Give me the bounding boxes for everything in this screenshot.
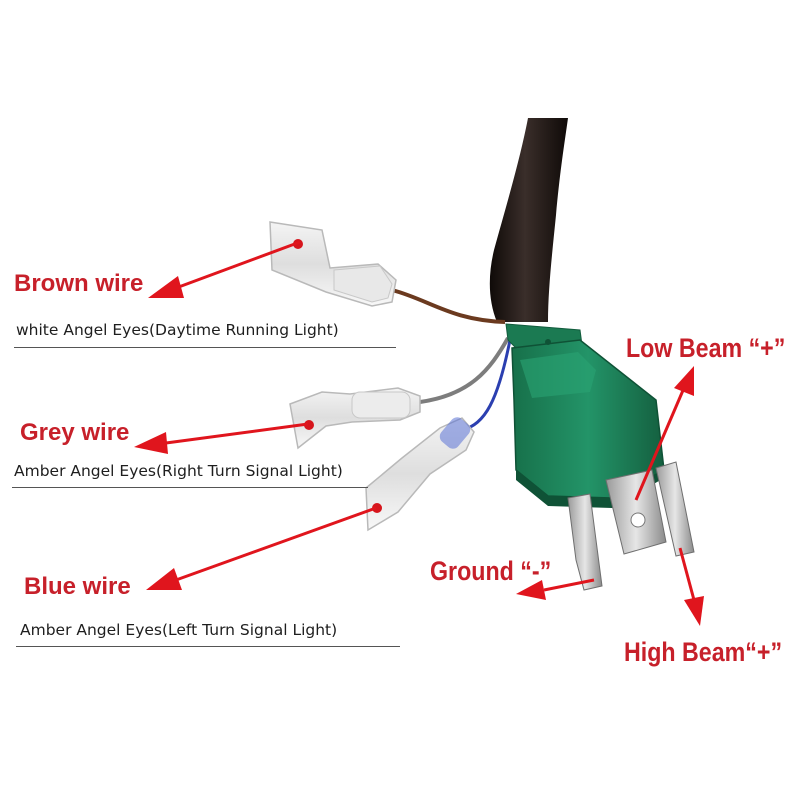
arrow-high-beam [678, 547, 704, 626]
blue-wire-label: Blue wire [24, 573, 131, 600]
arrow-brown-wire [148, 240, 301, 298]
ground-prong [567, 493, 603, 591]
brown-wire-label: Brown wire [14, 270, 144, 297]
arrow-ground [516, 578, 595, 600]
high-beam-label: High Beam“+” [624, 637, 783, 667]
brown-wire-connector [269, 221, 397, 307]
brown-wire-description: white Angel Eyes(Daytime Running Light) [16, 321, 339, 339]
grey-wire-label: Grey wire [20, 419, 130, 446]
arrow-grey-wire [134, 422, 309, 454]
low-beam-label: Low Beam “+” [626, 333, 786, 363]
blue-wire-connector [365, 417, 475, 532]
blue-wire-underline [16, 646, 400, 647]
low-beam-prong [605, 469, 667, 555]
brown-wire [391, 288, 506, 324]
brown-wire-underline [14, 347, 396, 348]
grey-wire-connector [289, 387, 421, 450]
grey-wire [419, 337, 510, 404]
high-beam-prong [655, 461, 695, 557]
ground-label: Ground “-” [430, 556, 552, 586]
grey-wire-description: Amber Angel Eyes(Right Turn Signal Light… [14, 462, 343, 480]
arrow-low-beam [634, 366, 694, 501]
main-cable [489, 118, 568, 322]
arrow-blue-wire [146, 506, 377, 590]
grey-wire-underline [12, 487, 368, 488]
blue-wire-description: Amber Angel Eyes(Left Turn Signal Light) [20, 621, 338, 639]
